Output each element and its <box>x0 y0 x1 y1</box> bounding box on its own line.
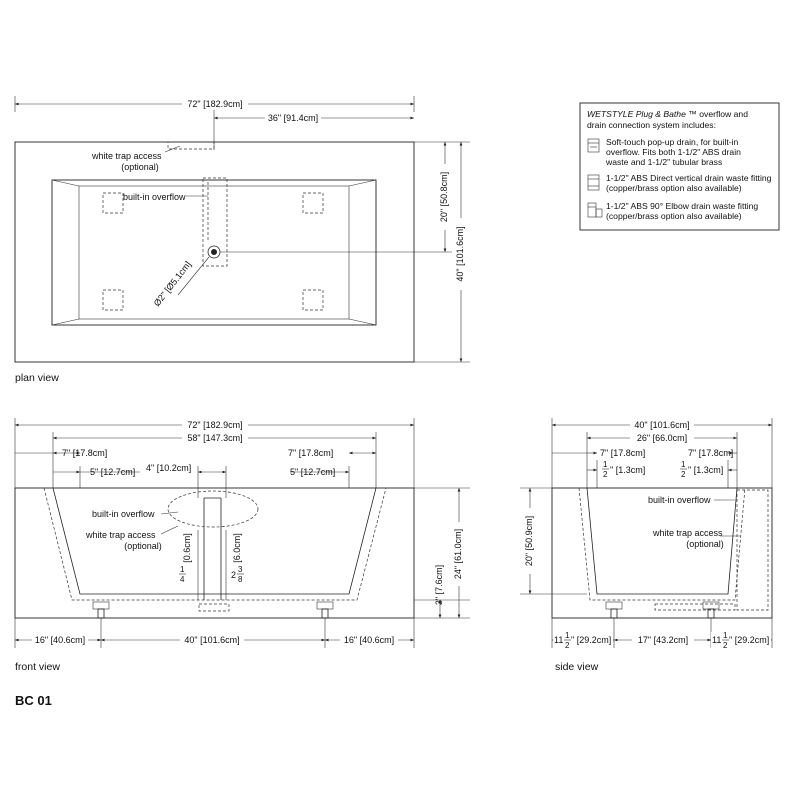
side-bottom-right-num: 1 <box>723 631 728 640</box>
plan-drain-icon <box>207 245 221 259</box>
side-bottom-left-whole: 11 <box>554 635 563 645</box>
plan-view: 72" [182.9cm] 36" [91.4cm] white trap ac… <box>14 96 470 384</box>
side-bottom-center: 17" [43.2cm] <box>638 635 688 645</box>
side-half-right-den: 2 <box>681 470 686 479</box>
side-basin-height: 20" [50.9cm] <box>524 516 534 566</box>
front-right-offset-5: 5" [12.7cm] <box>290 467 335 477</box>
plan-overall-depth: 40" [101.6cm] <box>455 226 465 281</box>
front-foot-icon <box>316 601 334 619</box>
plan-overflow-label: built-in overflow <box>123 192 186 202</box>
front-overflow-detail <box>167 490 259 528</box>
front-frac-three-num: 3 <box>238 565 243 574</box>
front-bottom-center: 40" [101.6cm] <box>184 635 239 645</box>
legend-title-line1: WETSTYLE Plug & Bathe ™ overflow and <box>587 109 748 119</box>
front-foot-icon <box>92 601 110 619</box>
legend-item-elbow-fitting: 1-1/2" ABS 90° Elbow drain waste fitting… <box>606 201 761 221</box>
drawing-id: BC 01 <box>15 693 52 708</box>
front-bottom-right: 16" [40.6cm] <box>344 635 394 645</box>
plan-foot-marker <box>102 289 124 311</box>
plan-basin-outline <box>51 179 377 326</box>
front-view: 72" [182.9cm] 58" [147.3cm] 7" [17.8cm] … <box>14 418 470 673</box>
front-overall-height: 24" [61.0cm] <box>453 529 463 579</box>
plan-center-width: 36" [91.4cm] <box>268 113 318 123</box>
front-frac-whole-2: 2 <box>231 570 236 580</box>
front-left-offset-5: 5" [12.7cm] <box>90 467 135 477</box>
side-half-right: " [1.3cm] <box>688 465 723 475</box>
side-trap-access-label: white trap access (optional) <box>652 528 725 549</box>
front-view-label: front view <box>15 661 60 673</box>
front-overflow-width-4: 4" [10.2cm] <box>146 463 191 473</box>
plan-trap-access-outline <box>167 141 215 150</box>
side-bottom-left-num: 1 <box>565 631 570 640</box>
plan-foot-marker <box>302 289 324 311</box>
plan-foot-marker <box>302 192 324 214</box>
front-dim-06cm: [0.6cm] <box>182 533 192 563</box>
legend-item-vertical-fitting: 1-1/2" ABS Direct vertical drain waste f… <box>606 173 774 193</box>
front-trap-outline <box>198 603 230 612</box>
side-left-offset-7: 7" [17.8cm] <box>600 448 645 458</box>
side-view-label: side view <box>555 661 599 673</box>
front-right-offset-7: 7" [17.8cm] <box>288 448 333 458</box>
front-frac-quarter-den: 4 <box>180 575 185 584</box>
plan-view-label: plan view <box>15 372 59 384</box>
plan-overall-width: 72" [182.9cm] <box>187 99 242 109</box>
front-tub-outline <box>14 487 415 619</box>
side-bottom-right-den: 2 <box>723 641 728 650</box>
side-half-left-num: 1 <box>603 460 608 469</box>
popup-drain-icon <box>587 138 600 153</box>
front-dim-60cm: [6.0cm] <box>232 533 242 563</box>
elbow-drain-fitting-icon <box>587 202 603 218</box>
side-half-left: " [1.3cm] <box>610 465 645 475</box>
legend-box: WETSTYLE Plug & Bathe ™ overflow and dra… <box>579 102 780 231</box>
side-half-right-num: 1 <box>681 460 686 469</box>
side-basin-width: 26" [66.0cm] <box>637 433 687 443</box>
plan-trap-access-label: white trap access (optional) <box>91 151 164 172</box>
side-bottom-left-den: 2 <box>565 641 570 650</box>
front-bottom-left: 16" [40.6cm] <box>35 635 85 645</box>
front-trap-access-label: white trap access (optional) <box>85 530 162 551</box>
side-overflow-label: built-in overflow <box>648 495 711 505</box>
legend-title-line2: drain connection system includes: <box>587 120 716 130</box>
front-feet-height: 3" [7.6cm] <box>434 565 444 605</box>
front-frac-eight-den: 8 <box>238 575 243 584</box>
side-bottom-left-rest: " [29.2cm] <box>571 635 611 645</box>
side-half-left-den: 2 <box>603 470 608 479</box>
front-overall-width: 72" [182.9cm] <box>187 420 242 430</box>
plan-drain-channel <box>202 177 228 267</box>
front-overflow-label: built-in overflow <box>92 509 155 519</box>
front-left-offset-7: 7" [17.8cm] <box>62 448 107 458</box>
side-overall-width: 40" [101.6cm] <box>634 420 689 430</box>
side-view: 40" [101.6cm] 26" [66.0cm] 7" [17.8cm] 7… <box>520 418 773 673</box>
side-bottom-right-whole: 11 <box>712 635 721 645</box>
plan-foot-marker <box>102 192 124 214</box>
side-bottom-right-rest: " [29.2cm] <box>729 635 769 645</box>
front-frac-quarter-num: 1 <box>180 565 185 574</box>
side-tub-outline <box>551 487 773 619</box>
plan-half-depth: 20" [50.8cm] <box>439 172 449 222</box>
legend-item-popup-drain: Soft-touch pop-up drain, for built-in ov… <box>605 137 743 167</box>
side-right-offset-7: 7" [17.8cm] <box>688 448 733 458</box>
side-trap-access-outline <box>736 489 769 611</box>
vertical-drain-fitting-icon <box>587 174 600 191</box>
side-basin-profile <box>586 487 738 595</box>
side-foot-icon <box>605 601 623 619</box>
front-basin-profile <box>52 487 377 595</box>
front-basin-width: 58" [147.3cm] <box>187 433 242 443</box>
